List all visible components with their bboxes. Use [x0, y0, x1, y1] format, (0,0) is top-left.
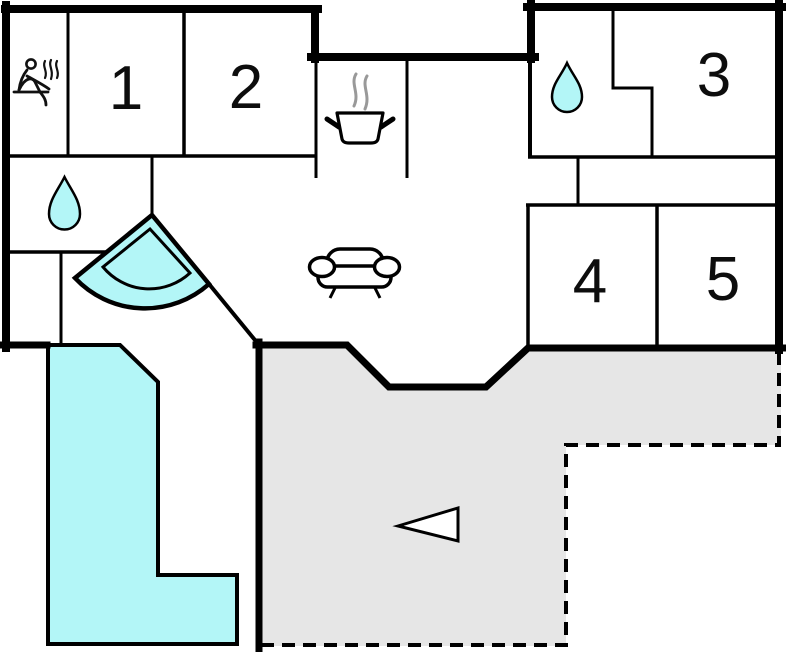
terrace-top-wall	[252, 341, 786, 391]
sauna-icon	[12, 58, 59, 107]
pot-steam-2	[363, 74, 369, 111]
interior-walls	[2, 7, 779, 348]
terrace-surface	[262, 348, 781, 646]
corner-bath-inner	[100, 226, 193, 291]
room-label-5: 5	[706, 245, 740, 314]
room-label-4: 4	[573, 247, 607, 316]
sofa-armrest-left	[307, 255, 337, 279]
sofa-icon	[307, 247, 402, 299]
water-drop-icon-right	[550, 60, 584, 114]
pot-handle-right	[378, 116, 396, 130]
sofa-armrest-right	[372, 255, 402, 279]
pool	[46, 343, 239, 646]
corner-bath-outer	[71, 211, 213, 311]
room-label-2: 2	[229, 53, 263, 122]
room-label-3: 3	[697, 41, 731, 110]
hallway-diagonal-wall	[207, 282, 261, 347]
pot-steam-1	[352, 72, 358, 108]
direction-arrow-icon	[392, 505, 460, 543]
terrace-area	[261, 348, 781, 647]
room-label-1: 1	[109, 54, 143, 123]
pot-handle-left	[324, 116, 342, 130]
cooking-pot-icon	[324, 72, 396, 145]
pot-body	[335, 111, 385, 145]
water-drop-icon-left	[47, 174, 82, 231]
terrace-dashed-border	[261, 352, 781, 647]
corner-bath-icon	[71, 211, 213, 311]
